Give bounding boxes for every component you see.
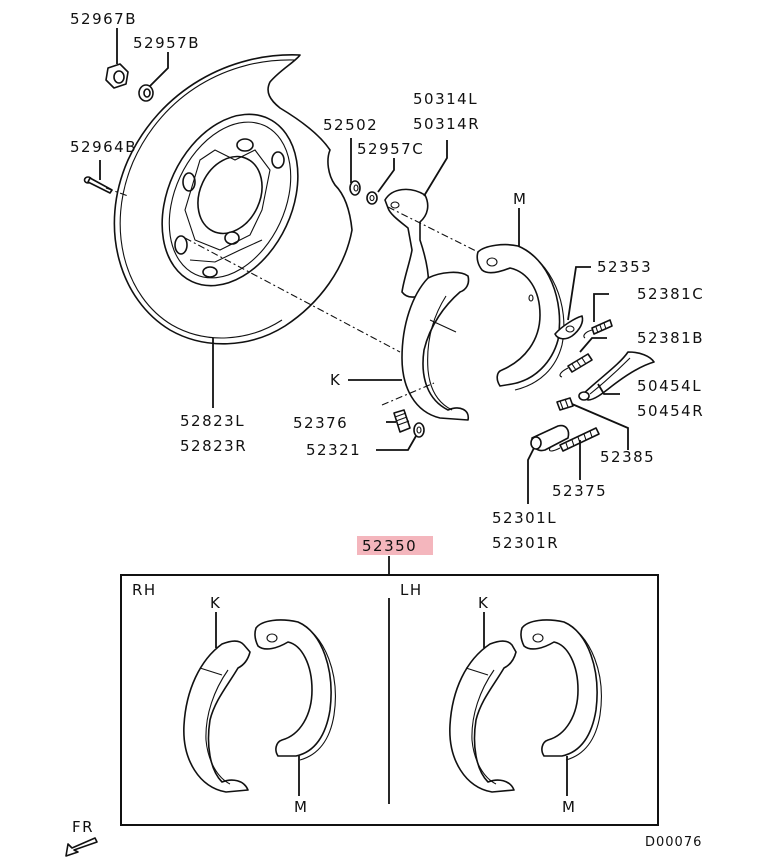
rh-shoe-k[interactable] — [183, 640, 251, 793]
washer-52957B[interactable] — [138, 84, 154, 102]
spring-52381B[interactable] — [559, 353, 593, 378]
label-52375: 52375 — [552, 482, 607, 500]
front-direction-label: FR — [72, 818, 94, 836]
label-52301R: 52301R — [492, 534, 559, 552]
label-52353: 52353 — [597, 258, 652, 276]
lh-shoe-m[interactable] — [520, 619, 602, 761]
nut-52967B[interactable] — [105, 63, 129, 89]
kit-rh-label: RH — [132, 581, 157, 599]
label-50314L: 50314L — [413, 90, 478, 108]
reference-line-2 — [387, 206, 479, 253]
label-52964B: 52964B — [70, 138, 137, 156]
washer-52957C[interactable] — [366, 191, 378, 205]
label-52502: 52502 — [323, 116, 378, 134]
leader-lines — [99, 28, 629, 504]
rh-m-label: M — [294, 798, 308, 816]
backing-plate[interactable] — [113, 54, 353, 345]
lever-50314[interactable] — [384, 188, 430, 298]
rh-k-label: K — [210, 594, 221, 612]
label-52823R: 52823R — [180, 437, 247, 455]
rh-shoe-m[interactable] — [254, 619, 336, 761]
adjuster-spring-52375[interactable] — [548, 427, 600, 452]
label-52385: 52385 — [600, 448, 655, 466]
reference-line-3 — [105, 187, 129, 197]
shoe-k-exploded[interactable] — [401, 271, 470, 421]
adjuster-52301[interactable] — [530, 424, 570, 452]
label-50314R: 50314R — [413, 115, 480, 133]
spring-52381C[interactable] — [583, 319, 613, 339]
label-52376: 52376 — [293, 414, 348, 432]
kit-lh-label: LH — [400, 581, 423, 599]
anchor-plate-52353[interactable] — [554, 315, 584, 340]
label-52321: 52321 — [306, 441, 361, 459]
lh-m-label: M — [562, 798, 576, 816]
hold-spring-52376[interactable] — [393, 409, 411, 433]
label-52957B: 52957B — [133, 34, 200, 52]
pin-52502[interactable] — [349, 180, 361, 196]
front-direction-arrow-icon — [65, 837, 98, 857]
label-52957C: 52957C — [357, 140, 424, 158]
reference-line-1 — [184, 237, 401, 353]
diagram-reference-code: D00076 — [645, 835, 702, 850]
bolt-52964B[interactable] — [83, 176, 113, 194]
kit-part-number[interactable]: 52350 — [362, 537, 417, 555]
shoe-m-exploded[interactable] — [476, 243, 565, 391]
label-52381C: 52381C — [637, 285, 704, 303]
label-52967B: 52967B — [70, 10, 137, 28]
label-shoe-m: M — [513, 190, 527, 208]
lh-shoe-k[interactable] — [449, 640, 517, 793]
label-52381B: 52381B — [637, 329, 704, 347]
lh-k-label: K — [478, 594, 489, 612]
label-shoe-k: K — [330, 371, 341, 389]
label-52823L: 52823L — [180, 412, 245, 430]
label-50454L: 50454L — [637, 377, 702, 395]
kit-label-highlight — [357, 536, 433, 555]
hold-cup-52321[interactable] — [413, 422, 425, 438]
label-50454R: 50454R — [637, 402, 704, 420]
adjuster-spring-52385[interactable] — [556, 397, 574, 411]
label-52301L: 52301L — [492, 509, 557, 527]
kit-box — [120, 574, 659, 826]
reference-line-4 — [381, 382, 435, 406]
